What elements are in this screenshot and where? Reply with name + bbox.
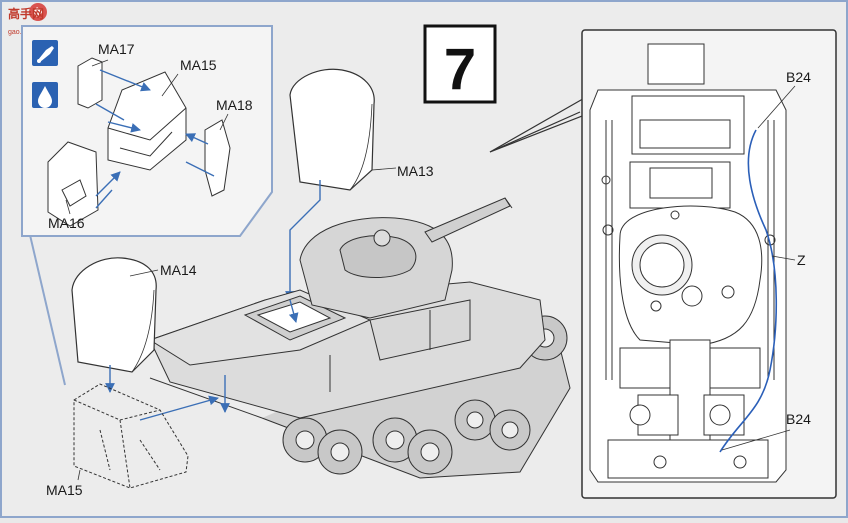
step-number-box: 7 bbox=[423, 24, 497, 104]
label-ma16: MA16 bbox=[48, 215, 85, 231]
label-b24-bottom: B24 bbox=[786, 411, 811, 427]
label-z: Z bbox=[797, 252, 806, 268]
label-ma15-inset: MA15 bbox=[180, 57, 217, 73]
inset-parts bbox=[47, 57, 231, 227]
step-number: 7 bbox=[444, 37, 476, 102]
inset-panel: MA17 MA15 MA18 MA16 bbox=[21, 25, 273, 386]
glue-icon bbox=[32, 40, 58, 66]
paint-drop-icon bbox=[32, 82, 58, 108]
part-ma15-placement bbox=[73, 383, 189, 489]
label-ma18: MA18 bbox=[216, 97, 253, 113]
part-ma13: MA13 bbox=[285, 68, 434, 301]
label-ma14: MA14 bbox=[160, 262, 197, 278]
label-ma15-main: MA15 bbox=[46, 482, 83, 498]
label-ma13: MA13 bbox=[397, 163, 434, 179]
watermark-title: 高手网 bbox=[8, 6, 44, 21]
label-b24-top: B24 bbox=[786, 69, 811, 85]
part-ma14: MA14 bbox=[71, 257, 197, 393]
top-view-panel: B24 Z B24 bbox=[581, 29, 837, 499]
tank-main-view bbox=[139, 197, 571, 479]
wire-z bbox=[719, 129, 778, 453]
label-ma17: MA17 bbox=[98, 41, 135, 57]
